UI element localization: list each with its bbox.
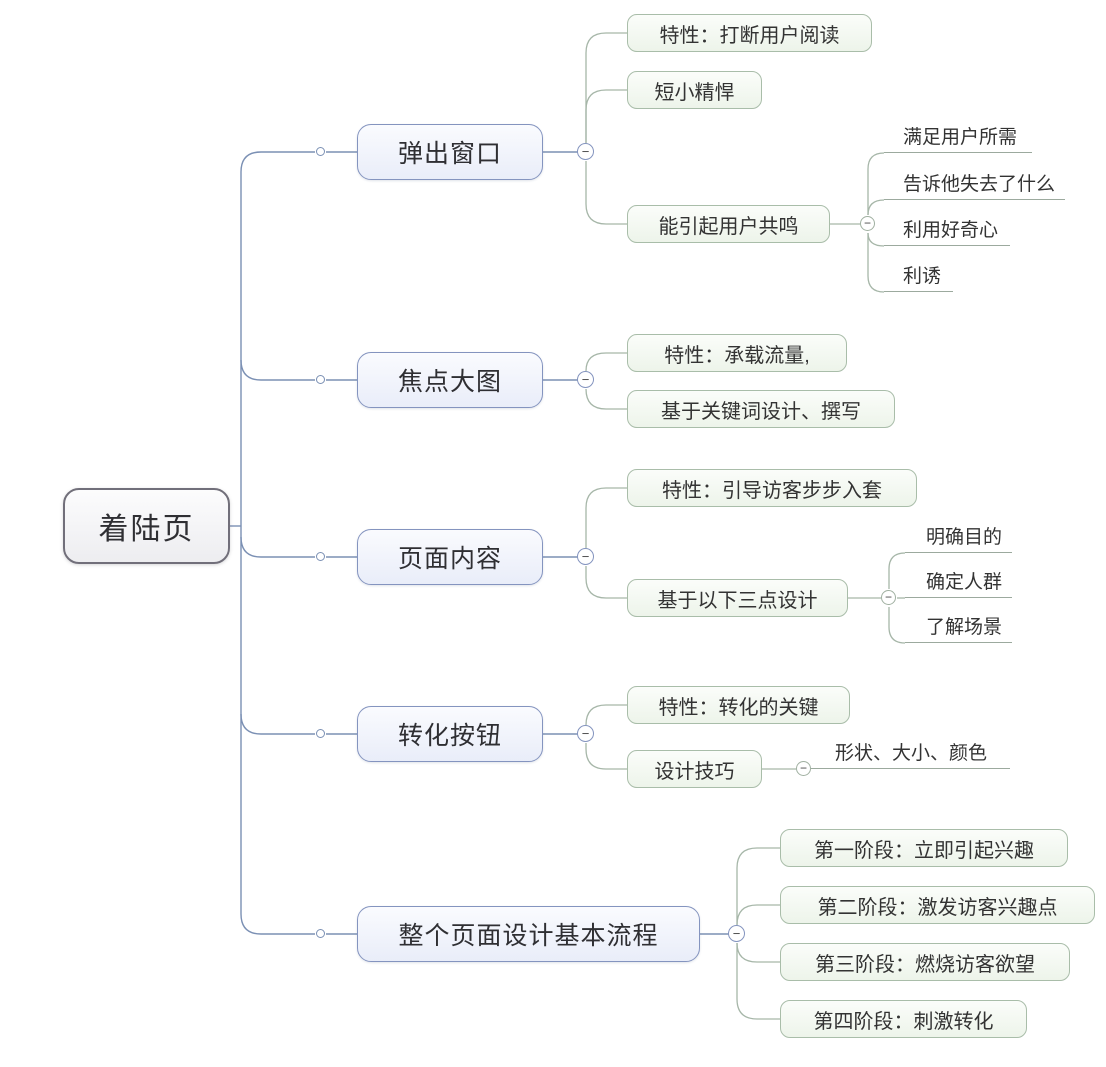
- node-page-content[interactable]: 页面内容: [357, 529, 543, 585]
- node-keyword-based-design[interactable]: 基于关键词设计、撰写: [627, 390, 895, 428]
- child-connectors: [585, 32, 906, 1020]
- node-user-resonance[interactable]: 能引起用户共鸣: [627, 205, 830, 243]
- node-trait-guide-visitors[interactable]: 特性：引导访客步步入套: [627, 469, 917, 507]
- collapse-minus-icon[interactable]: −: [577, 371, 594, 388]
- node-popup-window[interactable]: 弹出窗口: [357, 124, 543, 180]
- collapse-minus-icon[interactable]: −: [577, 548, 594, 565]
- node-design-tips[interactable]: 设计技巧: [627, 750, 762, 788]
- link-dot: [316, 552, 325, 561]
- link-dot: [316, 729, 325, 738]
- node-stage-2[interactable]: 第二阶段：激发访客兴趣点: [780, 886, 1095, 924]
- node-satisfy-user-needs[interactable]: 满足用户所需: [884, 125, 1032, 153]
- collapse-minus-icon[interactable]: −: [577, 143, 594, 160]
- node-shape-size-color[interactable]: 形状、大小、颜色: [811, 741, 1010, 769]
- node-conversion-button[interactable]: 转化按钮: [357, 706, 543, 762]
- collapse-minus-icon[interactable]: −: [860, 216, 875, 231]
- collapse-minus-icon[interactable]: −: [796, 761, 811, 776]
- link-dot: [316, 929, 325, 938]
- node-landing-page[interactable]: 着陆页: [63, 488, 230, 564]
- node-trait-conversion-key[interactable]: 特性：转化的关键: [627, 686, 850, 724]
- link-dot: [316, 375, 325, 384]
- node-clear-purpose[interactable]: 明确目的: [905, 525, 1012, 553]
- node-understand-scene[interactable]: 了解场景: [905, 615, 1012, 643]
- node-trait-carry-traffic[interactable]: 特性：承载流量,: [627, 334, 847, 372]
- node-stage-1[interactable]: 第一阶段：立即引起兴趣: [780, 829, 1068, 867]
- node-tell-what-they-lose[interactable]: 告诉他失去了什么: [884, 172, 1065, 200]
- collapse-minus-icon[interactable]: −: [881, 590, 896, 605]
- node-use-curiosity[interactable]: 利用好奇心: [884, 218, 1010, 246]
- node-page-design-process[interactable]: 整个页面设计基本流程: [357, 906, 700, 962]
- node-lure[interactable]: 利诱: [884, 264, 953, 292]
- node-short-and-concise[interactable]: 短小精悍: [627, 71, 762, 109]
- node-three-point-design[interactable]: 基于以下三点设计: [627, 579, 848, 617]
- node-focus-image[interactable]: 焦点大图: [357, 352, 543, 408]
- branch-connectors: [230, 151, 729, 935]
- node-stage-4[interactable]: 第四阶段：刺激转化: [780, 1000, 1027, 1038]
- link-dot: [316, 147, 325, 156]
- collapse-minus-icon[interactable]: −: [728, 925, 745, 942]
- node-define-audience[interactable]: 确定人群: [905, 570, 1012, 598]
- node-stage-3[interactable]: 第三阶段：燃烧访客欲望: [780, 943, 1070, 981]
- collapse-minus-icon[interactable]: −: [577, 725, 594, 742]
- node-trait-interrupt-reading[interactable]: 特性：打断用户阅读: [627, 14, 872, 52]
